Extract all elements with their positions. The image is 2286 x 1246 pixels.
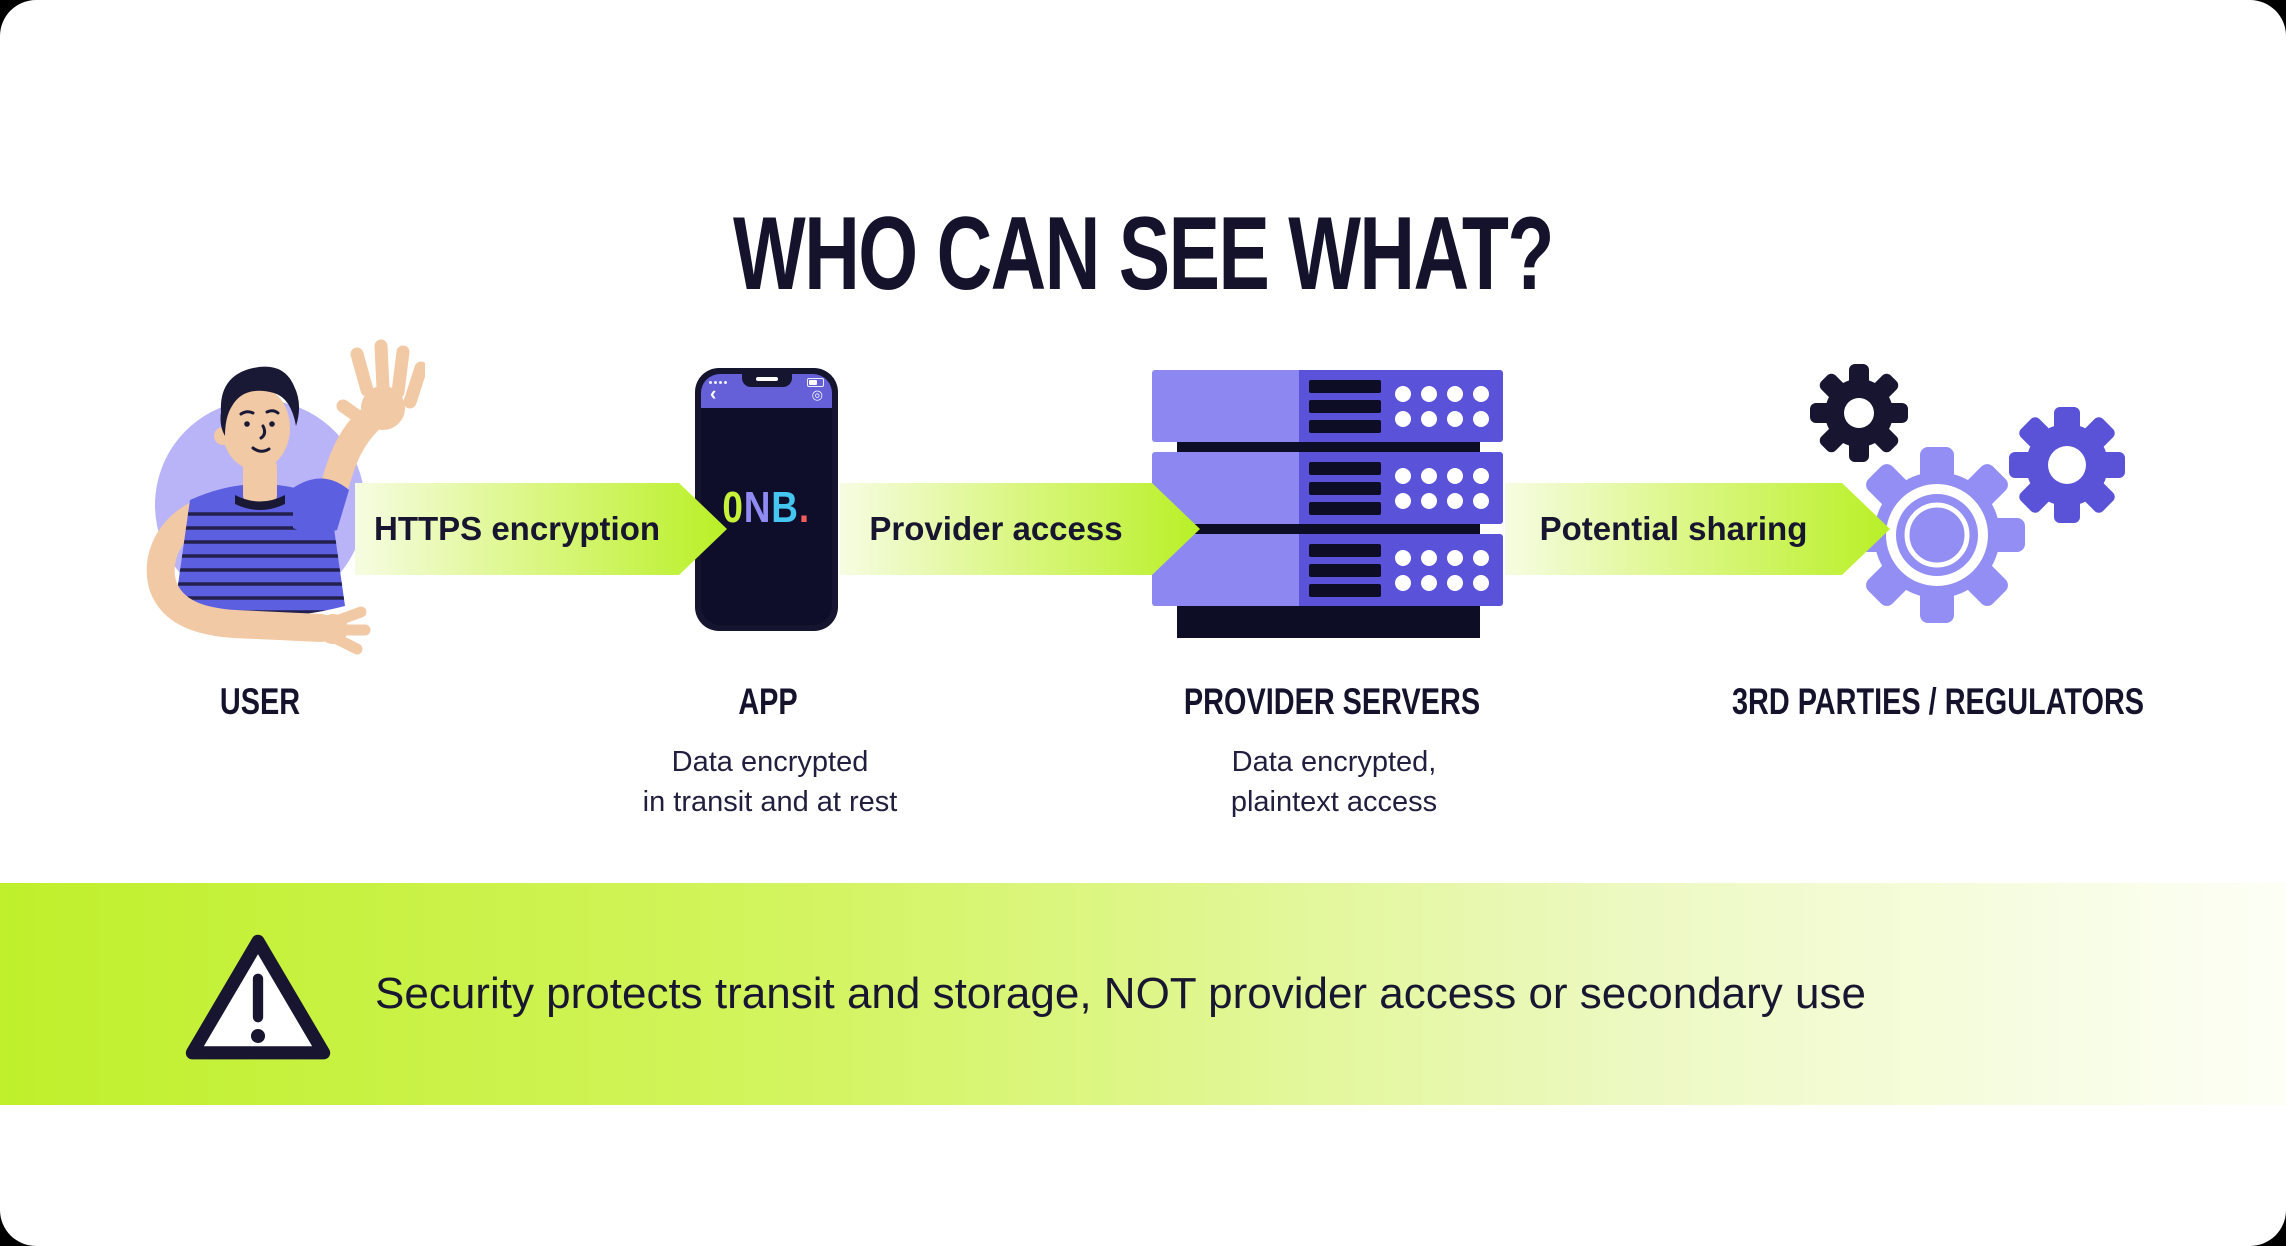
phone-header-bar: ‹ ◎ — [701, 374, 832, 408]
node-label-provider-servers: PROVIDER SERVERS — [1142, 681, 1522, 723]
phone-screen: ‹ ◎ 0NB. — [701, 374, 832, 625]
page-title: WHO CAN SEE WHAT? — [0, 202, 2286, 306]
user-face-details — [239, 409, 280, 453]
arrow-potential-sharing: Potential sharing — [1505, 483, 1890, 575]
warning-band — [0, 883, 2286, 1105]
user-face — [222, 386, 290, 470]
logo-char: 0 — [722, 483, 745, 532]
server-separator — [1177, 440, 1480, 454]
phone-notch — [741, 374, 792, 387]
battery-icon — [807, 377, 824, 387]
server-vents — [1309, 379, 1381, 433]
server-front-panel — [1152, 370, 1299, 442]
phone-illustration: ‹ ◎ 0NB. — [695, 368, 838, 631]
node-label-text: APP — [738, 681, 798, 722]
server-vents — [1309, 543, 1381, 597]
server-leds — [1395, 467, 1489, 509]
user-collar — [235, 495, 285, 510]
server-io-panel — [1299, 534, 1503, 606]
server-io-panel — [1299, 452, 1503, 524]
user-raised-fingers — [336, 339, 425, 427]
user-illustration — [146, 339, 425, 655]
arrow-label: Potential sharing — [1539, 510, 1808, 547]
server-unit — [1152, 534, 1503, 606]
server-leds — [1395, 385, 1489, 427]
gears-illustration — [1810, 364, 2125, 623]
small-gear-icon — [1810, 364, 1908, 462]
server-base — [1177, 606, 1480, 638]
node-label-text: USER — [219, 681, 301, 722]
server-vents — [1309, 461, 1381, 515]
large-gear-icon — [1849, 447, 2025, 623]
speaker-icon — [755, 377, 778, 381]
logo-char: . — [799, 483, 811, 532]
phone-nav-row: ‹ ◎ — [701, 384, 832, 405]
node-label-app: APP — [730, 681, 806, 723]
node-label-user: USER — [209, 681, 312, 723]
user-eye-right — [269, 421, 275, 427]
user-left-fingers — [331, 606, 371, 655]
node-label-3rd-parties: 3RD PARTIES / REGULATORS — [1674, 681, 2202, 723]
arrow-label: Provider access — [869, 510, 1123, 547]
caption-provider-servers: Data encrypted, plaintext access — [1231, 742, 1437, 822]
logo-char: N — [744, 483, 772, 532]
server-unit — [1152, 452, 1503, 524]
logo-char: B — [771, 483, 800, 532]
server-leds — [1395, 549, 1489, 591]
caption-app: Data encrypted in transit and at rest — [643, 742, 898, 822]
user-forearm — [149, 572, 335, 642]
app-logo-text: 0NB. — [723, 486, 811, 530]
arrow-label: HTTPS encryption — [373, 510, 661, 547]
caption-line: in transit and at rest — [642, 786, 898, 818]
back-icon: ‹ — [710, 384, 717, 405]
server-io-panel — [1299, 370, 1503, 442]
app-logo: 0NB. — [701, 486, 832, 530]
node-label-text: PROVIDER SERVERS — [1183, 681, 1481, 722]
server-separator — [1177, 522, 1480, 536]
warning-text: Security protects transit and storage, N… — [375, 969, 1866, 1018]
caption-line: Data encrypted, — [1231, 746, 1437, 778]
server-unit — [1152, 370, 1503, 442]
node-label-text: 3RD PARTIES / REGULATORS — [1731, 681, 2145, 722]
server-stack-illustration — [1152, 370, 1503, 638]
caption-line: Data encrypted — [671, 746, 869, 778]
signal-dots-icon — [709, 380, 727, 384]
arrow-https-encryption: HTTPS encryption — [355, 483, 727, 575]
warning-triangle-icon — [185, 934, 331, 1060]
arrow-provider-access: Provider access — [840, 483, 1200, 575]
phone-status-bar — [701, 374, 832, 387]
user-eye-left — [244, 421, 250, 427]
caption-line: plaintext access — [1230, 786, 1438, 818]
page-title-text: WHO CAN SEE WHAT? — [733, 195, 1554, 312]
medium-gear-icon — [2009, 407, 2125, 523]
user-hair — [220, 366, 300, 436]
settings-icon: ◎ — [811, 387, 823, 402]
user-sleeve — [293, 478, 349, 534]
